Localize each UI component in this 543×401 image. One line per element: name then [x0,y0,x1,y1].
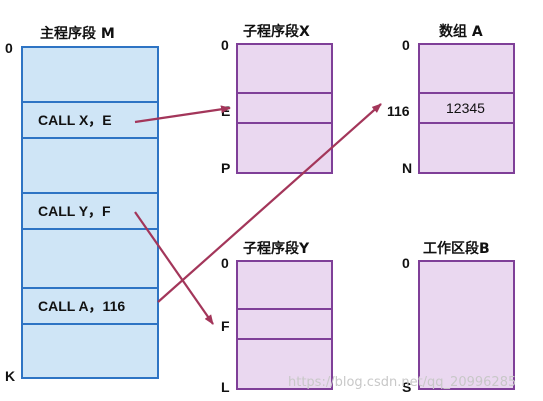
subroutine-y-entry-label: F [221,318,230,334]
watermark: https://blog.csdn.net/qq_20996285 [288,375,516,390]
main-segment-start-label: 0 [5,40,13,56]
arrow-call-x-to-entry-e [134,105,231,124]
main-segment: 主程序段 M 0 K CALL X，E CALL Y，F CALL A，116 [5,25,159,384]
array-a-segment: 数组 A 0 116 N 12345 [387,23,515,176]
work-area-segment: 工作区段B 0 S [402,240,515,395]
call-x-cell [21,101,159,139]
work-area-title: 工作区段B [423,240,490,257]
main-segment-title: 主程序段 M [40,25,115,42]
array-a-start-label: 0 [402,37,410,53]
subroutine-x-entry-label: E [221,103,230,119]
subroutine-x-start-label: 0 [221,37,229,53]
subroutine-x-end-label: P [221,160,230,176]
work-area-end-label: S [402,379,411,395]
subroutine-y-start-label: 0 [221,255,229,271]
subroutine-x-segment: 子程序段X 0 E P [221,23,333,176]
call-y-text: CALL Y，F [38,203,111,219]
subroutine-y-segment: 子程序段Y 0 F L [221,240,333,395]
array-a-value: 12345 [446,100,485,116]
subroutine-y-end-label: L [221,379,230,395]
work-area-start-label: 0 [402,255,410,271]
subroutine-y-box [236,260,333,390]
call-y-cell [21,192,159,230]
call-a-text: CALL A，116 [38,298,125,314]
call-x-text: CALL X，E [38,112,112,128]
array-a-title: 数组 A [439,23,483,40]
array-a-box [418,43,515,174]
subroutine-y-title: 子程序段Y [243,240,310,257]
arrow-call-a-to-offset-116 [157,103,382,303]
subroutine-x-title: 子程序段X [243,23,310,40]
main-segment-end-label: K [5,368,15,384]
array-a-offset-label: 116 [387,103,410,119]
arrow-call-y-to-entry-f [134,211,214,325]
subroutine-x-box [236,43,333,174]
array-a-end-label: N [402,160,412,176]
work-area-box [418,260,515,390]
call-a-cell [21,287,159,325]
